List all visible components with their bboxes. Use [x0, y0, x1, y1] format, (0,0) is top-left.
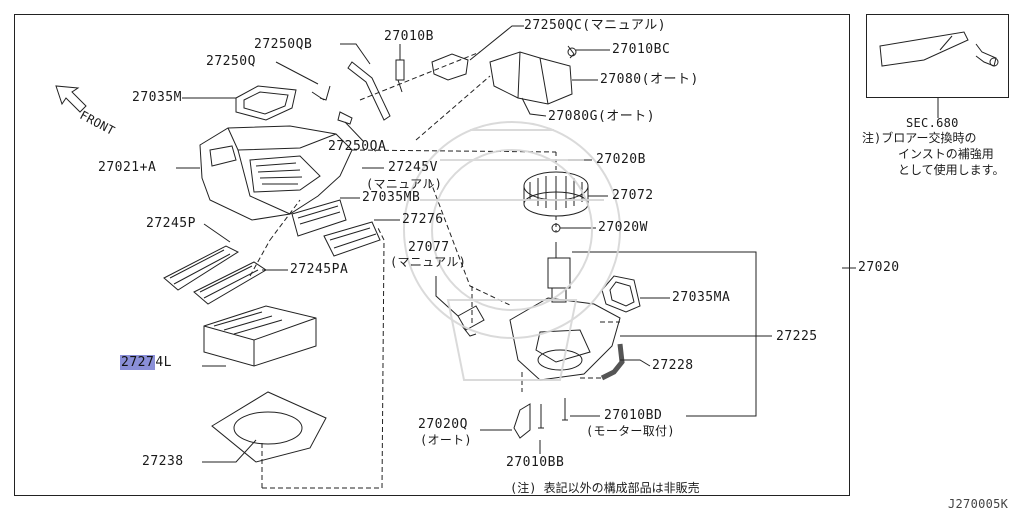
gasket-27035ma-shape — [601, 275, 641, 313]
inset-note-line1: 注)ブロアー交換時の — [862, 131, 977, 145]
label-27072: 27072 — [612, 188, 654, 203]
label-27250q: 27250Q — [206, 54, 256, 69]
blower-motor-shape — [547, 242, 571, 303]
reinforcement-bracket-shape — [879, 31, 999, 67]
label-27035m: 27035M — [132, 90, 182, 105]
label-27080: 27080(オート) — [600, 72, 699, 87]
label-27010bc: 27010BC — [612, 42, 671, 57]
label-27238: 27238 — [142, 454, 184, 469]
heater-case-shape — [199, 125, 353, 221]
inset-note-line2: インストの補強用 — [898, 147, 994, 161]
blower-fan-27072-shape — [523, 171, 589, 217]
label-27010bd-sub: (モーター取付) — [586, 424, 675, 438]
label-27274l: 27274L — [120, 355, 172, 370]
actuator-27080-shape — [489, 47, 577, 105]
label-27276: 27276 — [402, 212, 444, 227]
label-27245v-sub: (マニュアル) — [366, 177, 443, 191]
screws-shape — [513, 45, 575, 439]
label-27250qb: 27250QB — [254, 37, 313, 52]
label-27228: 27228 — [652, 358, 694, 373]
label-27020q: 27020Q — [418, 417, 468, 432]
hose-27228-shape — [600, 343, 625, 381]
front-arrow-icon — [55, 85, 87, 113]
label-27021a: 27021+A — [98, 160, 157, 175]
footer-note: (注) 表記以外の構成部品は非販売 — [510, 481, 700, 495]
label-27020w: 27020W — [598, 220, 648, 235]
label-27020q-sub: (オート) — [420, 433, 472, 447]
label-27010b: 27010B — [384, 29, 434, 44]
bracket-27077-shape — [457, 305, 485, 337]
grille-27245pa-shape — [193, 261, 267, 305]
label-27035ma: 27035MA — [672, 290, 731, 305]
label-27274l-highlight: 2727 — [120, 355, 156, 370]
grille-27245p-shape — [163, 245, 240, 291]
label-27250qc: 27250QC(マニュアル) — [524, 18, 667, 33]
label-27077: 27077 — [408, 240, 450, 255]
label-27245v: 27245V — [388, 160, 438, 175]
label-27020: 27020 — [858, 260, 900, 275]
label-27077-sub: (マニュアル) — [390, 255, 467, 269]
frame-27238-shape — [211, 391, 327, 463]
label-27245p: 27245P — [146, 216, 196, 231]
diagram-frame — [14, 14, 850, 496]
label-27010bb: 27010BB — [506, 455, 565, 470]
label-27250qa: 27250QA — [328, 139, 387, 154]
label-27020b: 27020B — [596, 152, 646, 167]
leader-lines — [176, 25, 939, 463]
label-27080g: 27080G(オート) — [548, 109, 656, 124]
inset-frame — [866, 14, 1009, 98]
inset-note-line3: として使用します。 — [898, 163, 1005, 177]
diagram-code: J270005K — [948, 497, 1009, 511]
label-27010bd: 27010BD — [604, 408, 663, 423]
gasket-27035m-shape — [235, 85, 297, 121]
label-27225: 27225 — [776, 329, 818, 344]
lid-27276-shape — [323, 221, 381, 257]
inset-sec-label: SEC.680 — [906, 116, 959, 130]
lower-housing-27225-shape — [509, 297, 621, 381]
filter-27274l-shape — [203, 305, 317, 367]
label-27035mb: 27035MB — [362, 190, 421, 205]
label-27274l-rest: 4L — [155, 355, 172, 370]
link-levers-shape — [311, 53, 469, 125]
watermark-logo — [403, 121, 621, 381]
label-27245pa: 27245PA — [290, 262, 349, 277]
seal-27035mb-shape — [291, 199, 347, 237]
